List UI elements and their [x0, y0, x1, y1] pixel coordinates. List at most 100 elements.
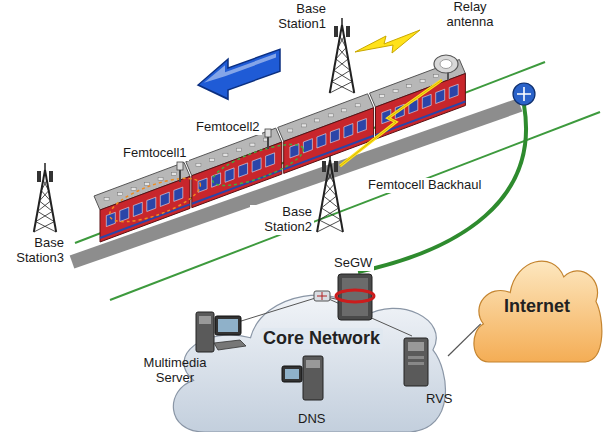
roof-vent	[172, 172, 177, 175]
car-skirt	[284, 136, 374, 170]
car-window	[422, 94, 431, 108]
tower-brace	[319, 220, 343, 232]
car-window	[266, 153, 275, 167]
base-station-tower	[330, 18, 354, 93]
car-side	[284, 108, 374, 174]
car-window	[344, 124, 353, 138]
router-arrows	[517, 87, 531, 101]
tower-brace	[321, 208, 340, 220]
roof-vent	[223, 153, 228, 156]
tower-antenna	[37, 171, 41, 182]
label: RVS	[424, 392, 455, 407]
roof-vent	[355, 104, 360, 107]
tower-antenna	[334, 161, 338, 172]
femtocell-antenna	[177, 162, 183, 182]
tower-brace	[321, 196, 336, 208]
tower-brace	[334, 59, 348, 70]
tower-brace	[334, 70, 352, 81]
tower-brace	[39, 201, 52, 211]
tower-antenna	[334, 26, 338, 37]
server-slot	[408, 356, 424, 359]
tower-antenna	[346, 26, 350, 37]
tower-brace	[324, 196, 339, 208]
cloud-node: Core Network	[165, 280, 450, 432]
network-link	[322, 296, 340, 300]
label: DNS	[296, 412, 327, 427]
keyboard	[214, 340, 246, 350]
monitor-screen	[218, 319, 238, 332]
segw-front	[342, 278, 368, 316]
roof-vent	[145, 182, 150, 185]
tower-brace	[326, 184, 337, 196]
label: Multimedia Server	[136, 356, 214, 386]
label: Relay antenna	[438, 0, 502, 30]
roof-vent	[236, 148, 241, 151]
radio-link	[355, 30, 420, 53]
tower-brace	[336, 59, 350, 70]
femtocell-coverage	[208, 136, 307, 193]
tower-antenna	[49, 171, 53, 182]
car-side	[100, 176, 190, 242]
tower-brace	[324, 184, 335, 196]
roof-vent	[301, 124, 306, 127]
label: Femtocell2	[194, 120, 262, 135]
car-window	[225, 168, 234, 182]
server-tower	[404, 338, 428, 386]
roof-vent	[288, 129, 293, 132]
tower-brace	[41, 180, 47, 190]
train-car	[278, 94, 374, 174]
car-skirt	[100, 204, 190, 238]
network-link	[322, 296, 412, 336]
radio-link	[340, 80, 442, 166]
cloud-outline	[165, 280, 450, 432]
car-window	[147, 197, 156, 211]
tower-brace	[330, 82, 352, 93]
hub	[314, 291, 330, 301]
car-skirt	[192, 170, 282, 204]
monitor	[282, 366, 302, 382]
femtocell-coverage	[105, 169, 205, 230]
car-window	[449, 84, 458, 98]
roof-vent	[250, 143, 255, 146]
tower-antenna	[322, 161, 326, 172]
label: Base Station3	[4, 236, 66, 266]
car-window	[120, 207, 129, 221]
car-side	[192, 142, 282, 208]
hub-arrows	[317, 292, 327, 300]
roof-vent	[393, 90, 398, 93]
node-title: Internet	[501, 296, 573, 317]
tower-brace	[36, 222, 56, 232]
segw-server	[338, 274, 372, 320]
roof-vent	[131, 188, 136, 191]
server-tower	[196, 312, 214, 352]
label: Base Station2	[250, 205, 314, 235]
label: Femtocell Backhaul	[366, 178, 483, 193]
tower-brace	[338, 48, 348, 59]
relay-dish-inner	[440, 60, 452, 69]
server-front	[199, 316, 211, 324]
car-window	[174, 187, 183, 201]
cloud-shape	[474, 261, 602, 362]
monitor-screen	[285, 369, 299, 379]
roof-vent	[196, 163, 201, 166]
roof-vent	[328, 114, 333, 117]
server-front	[306, 360, 320, 368]
base-station-tower	[317, 153, 343, 232]
relay-dish	[434, 55, 458, 73]
tower-brace	[317, 220, 341, 232]
car-window	[436, 89, 445, 103]
tower-brace	[36, 211, 53, 221]
roof-vent	[315, 119, 320, 122]
tower-brace	[336, 48, 346, 59]
tower-mast	[341, 18, 343, 25]
tower-brace	[326, 172, 332, 184]
label: Base Station1	[262, 2, 328, 32]
tower-brace	[332, 70, 350, 81]
tower-brace	[38, 201, 51, 211]
train-car	[94, 162, 190, 242]
car-window	[317, 134, 326, 148]
roof-vent	[434, 75, 439, 78]
radio-link	[340, 80, 442, 166]
